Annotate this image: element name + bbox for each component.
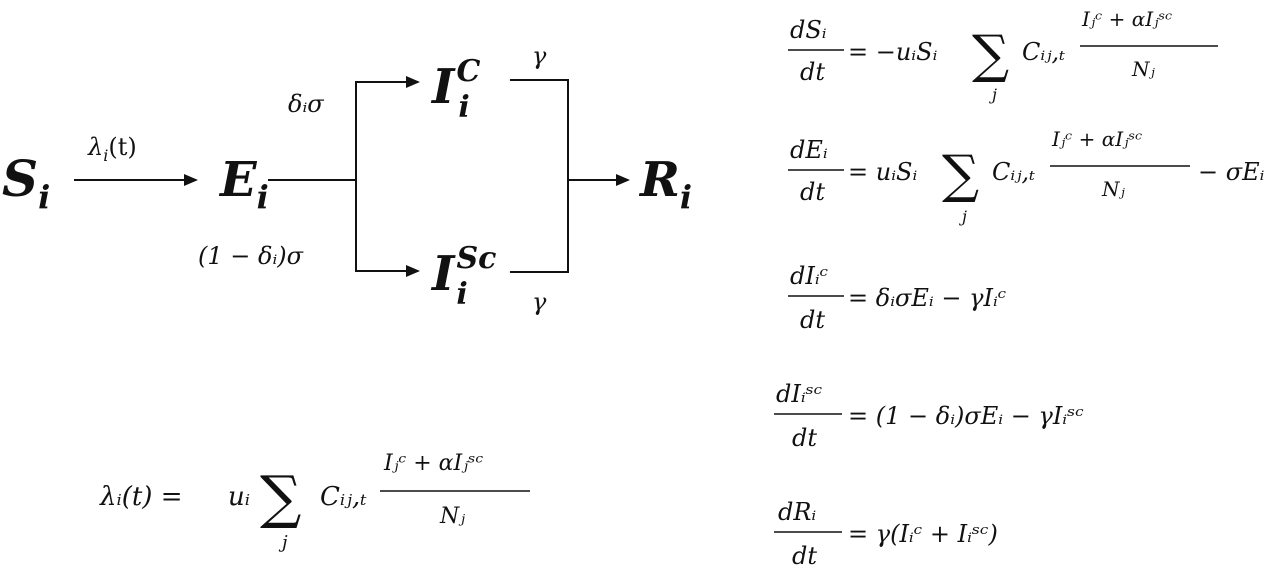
svg-text:∑: ∑ — [942, 145, 979, 205]
svg-text:dIᵢˢᶜ: dIᵢˢᶜ — [776, 380, 822, 408]
equation-lambda: λᵢ(t) = uᵢ ∑ j Cᵢⱼ,ₜ Iⱼᶜ + αIⱼˢᶜ Nⱼ — [99, 451, 530, 553]
node-susceptible: Si — [2, 149, 50, 216]
svg-text:dt: dt — [800, 306, 825, 334]
svg-text:uᵢ: uᵢ — [228, 482, 250, 512]
equation-dr-dt: dRᵢ dt = γ(Iᵢᶜ + Iᵢˢᶜ) — [774, 498, 998, 570]
svg-text:Cᵢⱼ,ₜ: Cᵢⱼ,ₜ — [992, 158, 1035, 186]
svg-text:Cᵢⱼ,ₜ: Cᵢⱼ,ₜ — [320, 482, 367, 512]
svg-text:dt: dt — [792, 424, 817, 452]
edge-label-force-of-infection: λi(t) — [87, 133, 137, 165]
svg-text:Iⱼᶜ + αIⱼˢᶜ: Iⱼᶜ + αIⱼˢᶜ — [1051, 127, 1142, 151]
edge-label-recovery-clinical: γ — [532, 42, 547, 70]
edge-label-clinical-rate: δᵢσ — [288, 90, 324, 118]
svg-text:− σEᵢ: − σEᵢ — [1198, 158, 1265, 186]
svg-text:dRᵢ: dRᵢ — [778, 498, 816, 526]
svg-text:= γ(Iᵢᶜ + Iᵢˢᶜ): = γ(Iᵢᶜ + Iᵢˢᶜ) — [848, 520, 998, 548]
svg-text:dIᵢᶜ: dIᵢᶜ — [790, 262, 828, 290]
svg-text:∑: ∑ — [972, 25, 1009, 85]
svg-text:j: j — [989, 85, 997, 104]
svg-text:= uᵢSᵢ: = uᵢSᵢ — [848, 158, 917, 186]
svg-text:Cᵢⱼ,ₜ: Cᵢⱼ,ₜ — [1022, 38, 1065, 66]
svg-text:dSᵢ: dSᵢ — [790, 16, 827, 44]
svg-text:∑: ∑ — [260, 463, 301, 531]
edge-ic-to-r — [510, 79, 569, 180]
edge-e-to-ic — [355, 76, 420, 180]
svg-text:= δᵢσEᵢ − γIᵢᶜ: = δᵢσEᵢ − γIᵢᶜ — [848, 284, 1006, 312]
node-exposed: Ei — [218, 152, 269, 216]
svg-text:j: j — [959, 207, 967, 226]
svg-text:dEᵢ: dEᵢ — [790, 136, 828, 164]
svg-text:j: j — [278, 532, 288, 553]
edge-label-recovery-subclinical: γ — [532, 288, 547, 316]
svg-text:dt: dt — [800, 58, 825, 86]
equation-dic-dt: dIᵢᶜ dt = δᵢσEᵢ − γIᵢᶜ — [788, 262, 1006, 334]
svg-text:Nⱼ: Nⱼ — [439, 504, 465, 529]
edge-label-subclinical-rate: (1 − δᵢ)σ — [198, 242, 304, 270]
node-recovered: Ri — [638, 152, 692, 216]
equation-de-dt: dEᵢ dt = uᵢSᵢ ∑ j Cᵢⱼ,ₜ Iⱼᶜ + αIⱼˢᶜ Nⱼ −… — [788, 127, 1265, 226]
svg-text:Nⱼ: Nⱼ — [1131, 57, 1156, 81]
svg-text:= (1 − δᵢ)σEᵢ − γIᵢˢᶜ: = (1 − δᵢ)σEᵢ − γIᵢˢᶜ — [848, 402, 1084, 430]
svg-text:dt: dt — [792, 542, 817, 570]
svg-text:λᵢ(t) =: λᵢ(t) = — [99, 482, 183, 512]
equation-ds-dt: dSᵢ dt = −uᵢSᵢ ∑ j Cᵢⱼ,ₜ Iⱼᶜ + αIⱼˢᶜ Nⱼ — [788, 7, 1218, 104]
svg-text:Iⱼᶜ + αIⱼˢᶜ: Iⱼᶜ + αIⱼˢᶜ — [1081, 7, 1172, 31]
svg-text:dt: dt — [800, 178, 825, 206]
equation-disc-dt: dIᵢˢᶜ dt = (1 − δᵢ)σEᵢ − γIᵢˢᶜ — [774, 380, 1084, 452]
edge-isc-to-r — [510, 180, 569, 273]
svg-text:= −uᵢSᵢ: = −uᵢSᵢ — [848, 38, 938, 66]
svg-text:Iⱼᶜ + αIⱼˢᶜ: Iⱼᶜ + αIⱼˢᶜ — [383, 451, 483, 476]
edge-e-to-isc — [355, 180, 420, 277]
svg-text:Nⱼ: Nⱼ — [1101, 177, 1126, 201]
